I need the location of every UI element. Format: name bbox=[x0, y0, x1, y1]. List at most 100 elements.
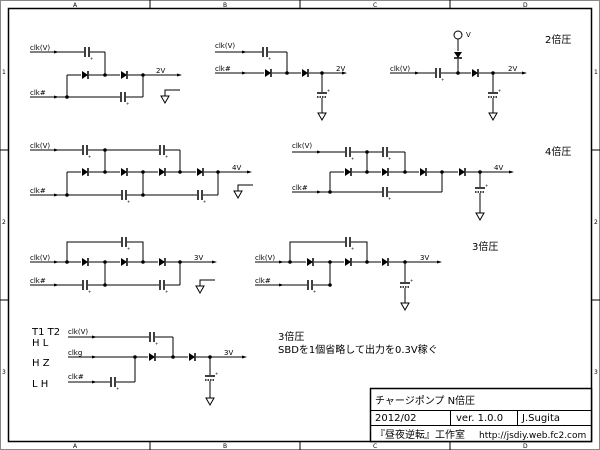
capacitor-gap bbox=[400, 282, 410, 288]
capacitor-gap bbox=[197, 190, 203, 200]
junction-dot bbox=[288, 260, 292, 264]
capacitor-polarity: + bbox=[410, 278, 413, 283]
junction-dot bbox=[103, 260, 107, 264]
junction-dot bbox=[65, 95, 69, 99]
diode-icon bbox=[471, 69, 479, 77]
capacitor-icon: + bbox=[82, 280, 91, 294]
sheet-title: チャージポンプ N倍圧 bbox=[375, 394, 475, 407]
capacitor-icon: + bbox=[345, 237, 354, 251]
diode-anode bbox=[454, 52, 462, 58]
diode-icon bbox=[158, 258, 166, 266]
note-text: SBDを1個省略して出力を0.3V稼ぐ bbox=[278, 343, 438, 356]
capacitor-icon: + bbox=[435, 68, 444, 82]
capacitor-polarity: + bbox=[127, 199, 130, 204]
input-arrow-icon bbox=[54, 95, 59, 99]
wire bbox=[164, 89, 180, 96]
column-marker: B bbox=[223, 443, 227, 450]
output-arrow-icon bbox=[212, 260, 217, 264]
junction-dot bbox=[103, 283, 107, 287]
heading-3x: 3倍圧 bbox=[472, 240, 498, 253]
capacitor-icon: + bbox=[120, 92, 129, 106]
diode-anode bbox=[121, 71, 127, 79]
wire bbox=[289, 241, 368, 262]
output-arrow-icon bbox=[509, 170, 514, 174]
junction-dot bbox=[178, 170, 182, 174]
net-label-out: 4V bbox=[232, 164, 241, 172]
diode-anode bbox=[345, 168, 351, 176]
net-label-out: 2V bbox=[508, 65, 517, 73]
junction-dot bbox=[365, 260, 369, 264]
capacitor-polarity: + bbox=[88, 289, 91, 294]
row-marker: 1 bbox=[594, 69, 598, 76]
column-marker: A bbox=[73, 2, 78, 9]
capacitor-icon: + bbox=[262, 47, 271, 61]
junction-dot bbox=[141, 260, 145, 264]
input-arrow-icon bbox=[317, 190, 322, 194]
capacitor-polarity: + bbox=[388, 156, 391, 161]
heading-2x: 2倍圧 bbox=[545, 33, 571, 46]
junction-dot bbox=[403, 170, 407, 174]
junction-dot bbox=[141, 193, 145, 197]
diode-icon bbox=[306, 258, 314, 266]
sheet-version: ver. 1.0.0 bbox=[456, 413, 503, 424]
net-label-out: 2V bbox=[156, 67, 165, 75]
capacitor-gap bbox=[82, 280, 88, 290]
capacitor-icon: + bbox=[159, 145, 168, 159]
net-label-out: 3V bbox=[224, 349, 233, 357]
junction-dot bbox=[133, 355, 137, 359]
net-label-clk-n: clk# bbox=[215, 65, 231, 73]
row-marker: 3 bbox=[2, 369, 6, 376]
diode-icon bbox=[419, 168, 427, 176]
net-label-clk-n: clk# bbox=[68, 373, 84, 381]
note-title: 3倍圧 bbox=[278, 330, 304, 343]
diode-anode bbox=[121, 168, 127, 176]
capacitor-icon: + bbox=[121, 237, 130, 251]
junction-dot bbox=[103, 170, 107, 174]
net-label-clk-n: clk# bbox=[30, 277, 46, 285]
net-label-clk-v: clk(V) bbox=[292, 142, 312, 150]
junction-dot bbox=[103, 73, 107, 77]
diode-anode bbox=[159, 168, 165, 176]
diode-anode bbox=[459, 168, 465, 176]
diode-icon bbox=[381, 168, 389, 176]
diode-anode bbox=[82, 71, 88, 79]
row-marker: 1 bbox=[2, 69, 6, 76]
diode-icon bbox=[81, 168, 89, 176]
capacitor-gap bbox=[149, 332, 155, 342]
net-label-clk-v: clk(V) bbox=[68, 328, 88, 336]
capacitor-gap bbox=[382, 187, 388, 197]
wire bbox=[66, 241, 144, 262]
input-arrow-icon bbox=[92, 380, 97, 384]
diode-icon bbox=[120, 71, 128, 79]
net-label-out: 3V bbox=[420, 254, 429, 262]
capacitor-icon: + bbox=[205, 371, 218, 381]
row-marker: 2 bbox=[594, 219, 598, 226]
capacitor-polarity: + bbox=[165, 289, 168, 294]
input-arrow-icon bbox=[54, 193, 59, 197]
input-arrow-icon bbox=[54, 50, 59, 54]
diode-icon bbox=[81, 258, 89, 266]
capacitor-icon: + bbox=[84, 47, 93, 61]
diode-anode bbox=[345, 258, 351, 266]
output-arrow-icon bbox=[342, 71, 347, 75]
capacitor-polarity: + bbox=[351, 246, 354, 251]
ground-icon bbox=[400, 302, 410, 312]
input-arrow-icon bbox=[279, 260, 284, 264]
capacitor-icon: + bbox=[307, 280, 316, 294]
diode-anode bbox=[82, 258, 88, 266]
net-label-clk-v: clk(V) bbox=[215, 42, 235, 50]
junction-dot bbox=[216, 170, 220, 174]
diode-anode bbox=[382, 258, 388, 266]
ground-icon bbox=[195, 285, 205, 295]
voltage-source-icon bbox=[453, 30, 463, 40]
input-arrow-icon bbox=[54, 148, 59, 152]
title-block: チャージポンプ N倍圧 2012/02 ver. 1.0.0 J.Sugita … bbox=[369, 387, 593, 443]
diode-anode bbox=[82, 168, 88, 176]
capacitor-gap bbox=[345, 237, 351, 247]
capacitor-gap bbox=[159, 280, 165, 290]
junction-dot bbox=[208, 355, 212, 359]
truth-table-row: L H bbox=[32, 379, 48, 390]
junction-dot bbox=[403, 260, 407, 264]
capacitor-polarity: + bbox=[215, 371, 218, 376]
